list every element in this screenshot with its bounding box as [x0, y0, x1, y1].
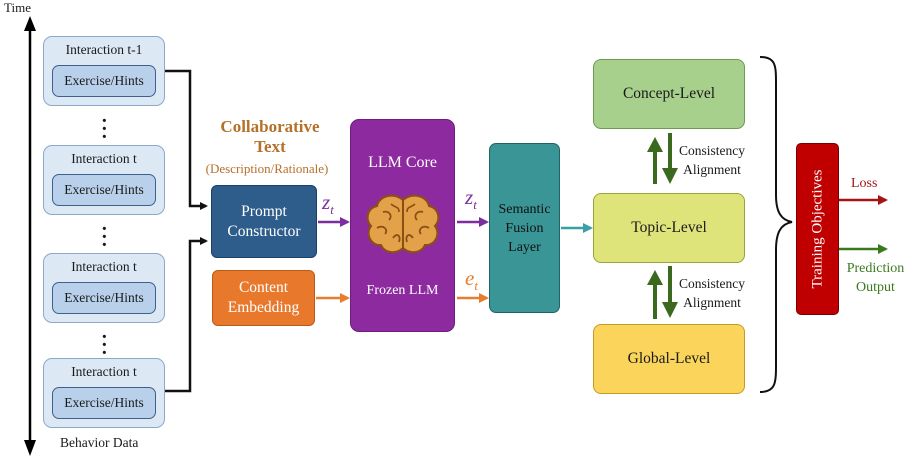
concept-level-block: Concept-Level: [593, 59, 745, 129]
fusion-line2: Fusion: [505, 220, 544, 236]
topic-level-block: Topic-Level: [593, 193, 745, 263]
interaction-card: Interaction t Exercise/Hints: [43, 253, 165, 323]
prompt-constructor-block: Prompt Constructor: [211, 185, 317, 258]
fusion-line1: Semantic: [498, 201, 551, 217]
global-level-block: Global-Level: [593, 324, 745, 394]
semantic-fusion-layer-block: Semantic Fusion Layer: [489, 143, 560, 313]
collaborative-title-line1: Collaborative: [220, 117, 320, 136]
behavior-data-label: Behavior Data: [60, 435, 139, 450]
training-objectives-label: Training Objectives: [809, 169, 825, 289]
interaction-connectors: [165, 69, 208, 393]
levels-brace: [759, 56, 793, 393]
interaction-card: Interaction t Exercise/Hints: [43, 358, 165, 428]
zt-symbol-input: zt: [322, 190, 334, 218]
ellipsis-dots: ···: [101, 218, 108, 256]
concept-topic-alignment-arrows: [647, 133, 678, 184]
zt-symbol-output: zt: [465, 185, 477, 213]
interaction-title: Interaction t-1: [65, 42, 143, 57]
time-axis: [24, 16, 36, 456]
loss-label: Loss: [851, 176, 878, 191]
content-embedding-block: Content Embedding: [212, 270, 315, 326]
fusion-line3: Layer: [508, 239, 541, 255]
interaction-title: Interaction t: [71, 151, 137, 166]
ellipsis-dots: ···: [101, 110, 108, 148]
prompt-constructor-line2: Constructor: [227, 222, 301, 240]
interaction-card: Interaction t Exercise/Hints: [43, 145, 165, 215]
llm-core-block: LLM Core Frozen LLM: [350, 119, 455, 332]
exercise-hints-box: Exercise/Hints: [52, 65, 156, 97]
collaborative-title-line2: Text: [254, 137, 286, 156]
content-embedding-line1: Content: [238, 279, 289, 296]
training-objectives-block: Training Objectives: [796, 143, 839, 315]
frozen-llm-label: Frozen LLM: [366, 283, 439, 298]
interaction-title: Interaction t: [71, 259, 137, 274]
collaborative-text-subtitle: (Description/Rationale): [205, 161, 329, 176]
exercise-hints-box: Exercise/Hints: [52, 174, 156, 206]
exercise-hints-box: Exercise/Hints: [52, 387, 156, 419]
interaction-card: Interaction t-1 Exercise/Hints: [43, 36, 165, 106]
ellipsis-dots: ···: [101, 326, 108, 364]
time-label: Time: [4, 0, 31, 15]
content-embedding-line2: Embedding: [227, 299, 300, 316]
llm-core-label: LLM Core: [368, 154, 437, 171]
collaborative-text-title: Collaborative Text: [205, 117, 335, 157]
brain-icon: [366, 194, 440, 254]
interaction-title: Interaction t: [71, 364, 137, 379]
prompt-constructor-line1: Prompt: [241, 202, 287, 220]
exercise-hints-box: Exercise/Hints: [52, 282, 156, 314]
et-symbol-output: et: [465, 266, 478, 294]
topic-global-alignment-arrows: [647, 266, 678, 319]
